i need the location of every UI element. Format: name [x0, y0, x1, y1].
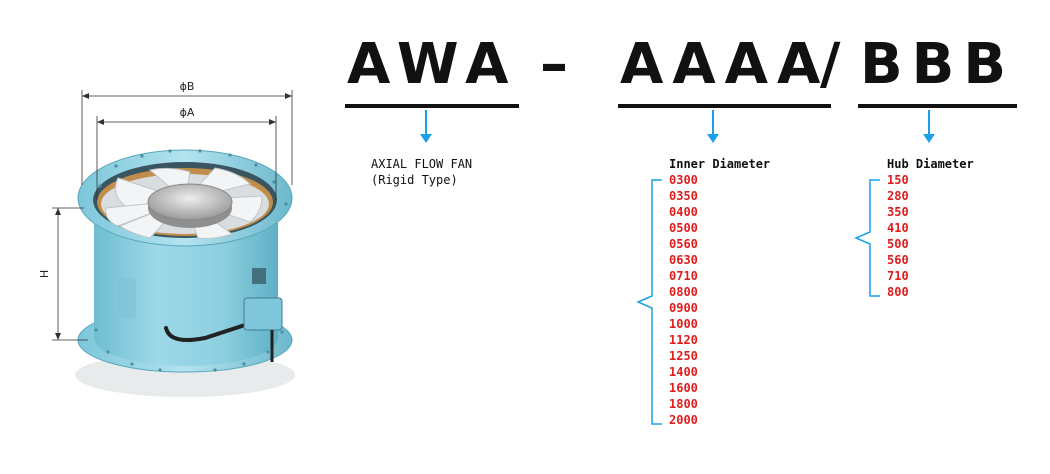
list-item: 350	[887, 205, 909, 219]
list-item: 560	[887, 253, 909, 267]
list-item: 0710	[669, 269, 698, 283]
code-slash: /	[820, 32, 850, 97]
arrow-down-icon	[420, 110, 432, 143]
code-hub-diameter: BBB	[858, 34, 1018, 108]
terminal-box	[164, 268, 283, 362]
axial-fan-illustration: ϕB ϕA H	[38, 80, 295, 397]
code-inner-diameter: AAAA	[618, 34, 832, 108]
list-item: 280	[887, 189, 909, 203]
arrow-down-icon	[707, 110, 719, 143]
list-item: 0560	[669, 237, 698, 251]
dimension-arrowheads	[55, 93, 292, 340]
list-item: 1000	[669, 317, 698, 331]
list-item: 1250	[669, 349, 698, 363]
flange-bolts	[94, 149, 288, 372]
list-item: 410	[887, 221, 909, 235]
list-item: 710	[887, 269, 909, 283]
list-item: 150	[887, 173, 909, 187]
hub-diameter-brace	[854, 179, 880, 297]
dim-label-outer: ϕB	[180, 80, 195, 93]
list-item: 0300	[669, 173, 698, 187]
hub-diameter-heading: Hub Diameter	[887, 157, 974, 171]
list-item: 1800	[669, 397, 698, 411]
arrow-down-icon	[923, 110, 935, 143]
list-item: 1600	[669, 381, 698, 395]
list-item: 1120	[669, 333, 698, 347]
list-item: 0400	[669, 205, 698, 219]
type-label-line1: AXIAL FLOW FAN	[371, 157, 473, 171]
fan-hub	[147, 183, 233, 228]
inner-diameter-list: 0300 0350 0400 0500 0560 0630 0710 0800 …	[669, 172, 698, 428]
inner-diameter-brace	[636, 179, 662, 425]
list-item: 2000	[669, 413, 698, 427]
dim-label-height: H	[38, 270, 51, 278]
inner-diameter-heading: Inner Diameter	[669, 157, 771, 171]
type-label-line2: (Rigid Type)	[371, 173, 458, 187]
list-item: 0350	[669, 189, 698, 203]
list-item: 500	[887, 237, 909, 251]
list-item: 1400	[669, 365, 698, 379]
code-prefix: AWA	[345, 34, 520, 108]
list-item: 0800	[669, 285, 698, 299]
code-dash: –	[540, 32, 577, 97]
list-item: 800	[887, 285, 909, 299]
list-item: 0900	[669, 301, 698, 315]
dimension-lines	[52, 90, 293, 341]
list-item: 0500	[669, 221, 698, 235]
list-item: 0630	[669, 253, 698, 267]
hub-diameter-list: 150 280 350 410 500 560 710 800	[887, 172, 909, 300]
dim-label-inner: ϕA	[180, 106, 195, 119]
